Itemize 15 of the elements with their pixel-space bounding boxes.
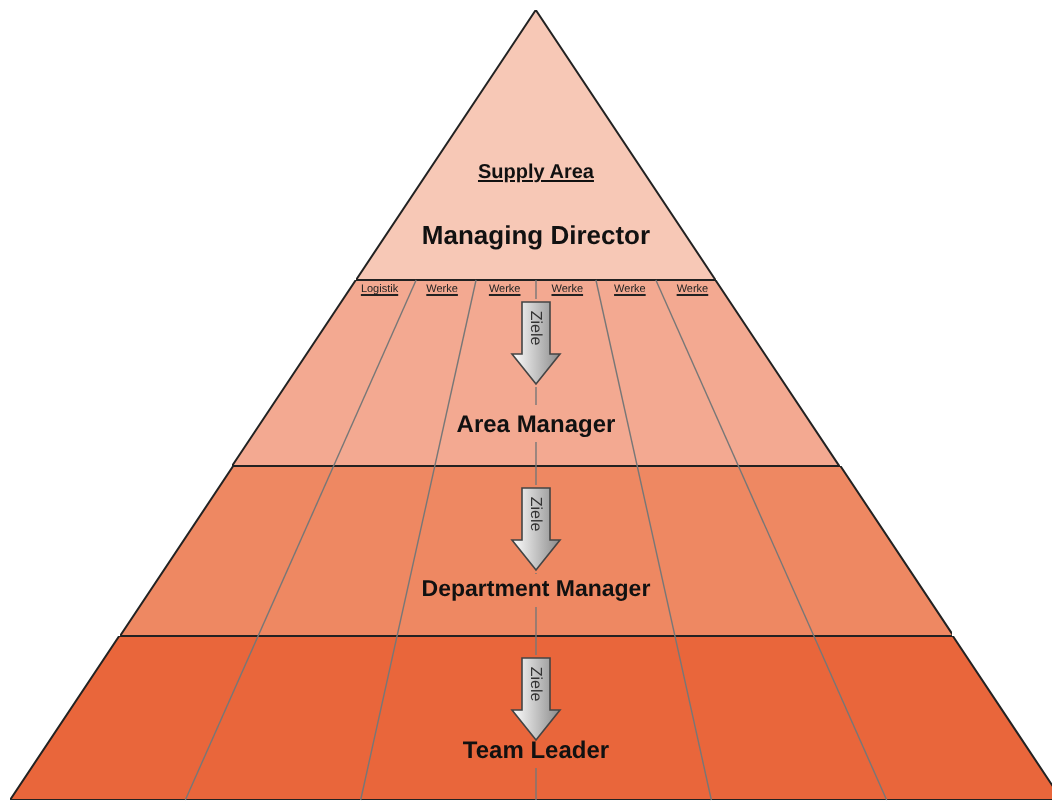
role-label: Department Manager <box>421 578 651 603</box>
pyramid-level <box>10 636 1052 800</box>
role-label: Area Manager <box>456 409 616 438</box>
role-label: Managing Director <box>421 220 651 251</box>
block-arrow <box>510 657 562 742</box>
pyramid-level <box>232 280 840 466</box>
edge-label: Ziele <box>527 496 545 532</box>
block-arrow <box>510 301 562 386</box>
edge-label: Ziele <box>527 310 545 346</box>
block-arrow <box>510 487 562 572</box>
area-heading: Supply Area <box>478 162 594 184</box>
pyramid-level <box>356 10 716 280</box>
role-label: Team Leader <box>462 735 610 764</box>
pyramid-level <box>119 466 953 636</box>
edge-label: Ziele <box>527 666 545 702</box>
